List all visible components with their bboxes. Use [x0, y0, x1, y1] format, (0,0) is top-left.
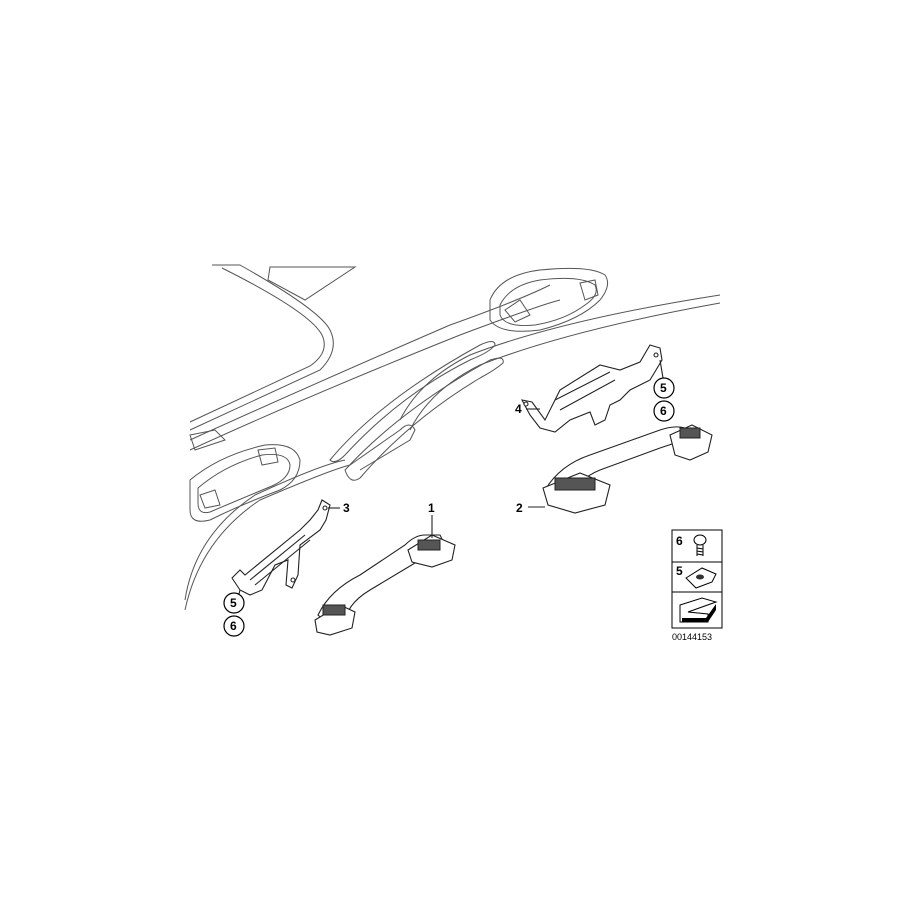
bracket-left[interactable]: [231, 499, 331, 596]
legend-number-6: 6: [676, 534, 683, 548]
callout-5-right: 5: [653, 377, 675, 399]
clip-nut-icon: [685, 567, 717, 589]
svg-text:6: 6: [230, 619, 237, 633]
svg-text:6: 6: [660, 404, 667, 418]
screw-icon: [693, 534, 707, 556]
leader-lines: [237, 359, 664, 599]
callout-2: 2: [516, 501, 523, 515]
callout-4: 4: [515, 402, 522, 416]
legend-number-5: 5: [676, 564, 683, 578]
diagram-id: 00144153: [672, 632, 712, 642]
arrow-icon: [679, 597, 718, 623]
headliner: [184, 264, 721, 611]
svg-text:5: 5: [230, 596, 237, 610]
grab-handle-front[interactable]: [314, 534, 456, 636]
callout-6-right: 6: [653, 400, 675, 422]
callout-1: 1: [428, 501, 435, 515]
callout-6-left: 6: [223, 615, 245, 637]
legend: 6 5: [671, 529, 723, 629]
grab-handle-rear[interactable]: [542, 424, 713, 514]
bracket-right[interactable]: [520, 344, 663, 433]
callout-5-left: 5: [223, 592, 245, 614]
svg-text:5: 5: [660, 381, 667, 395]
callout-3: 3: [343, 501, 350, 515]
